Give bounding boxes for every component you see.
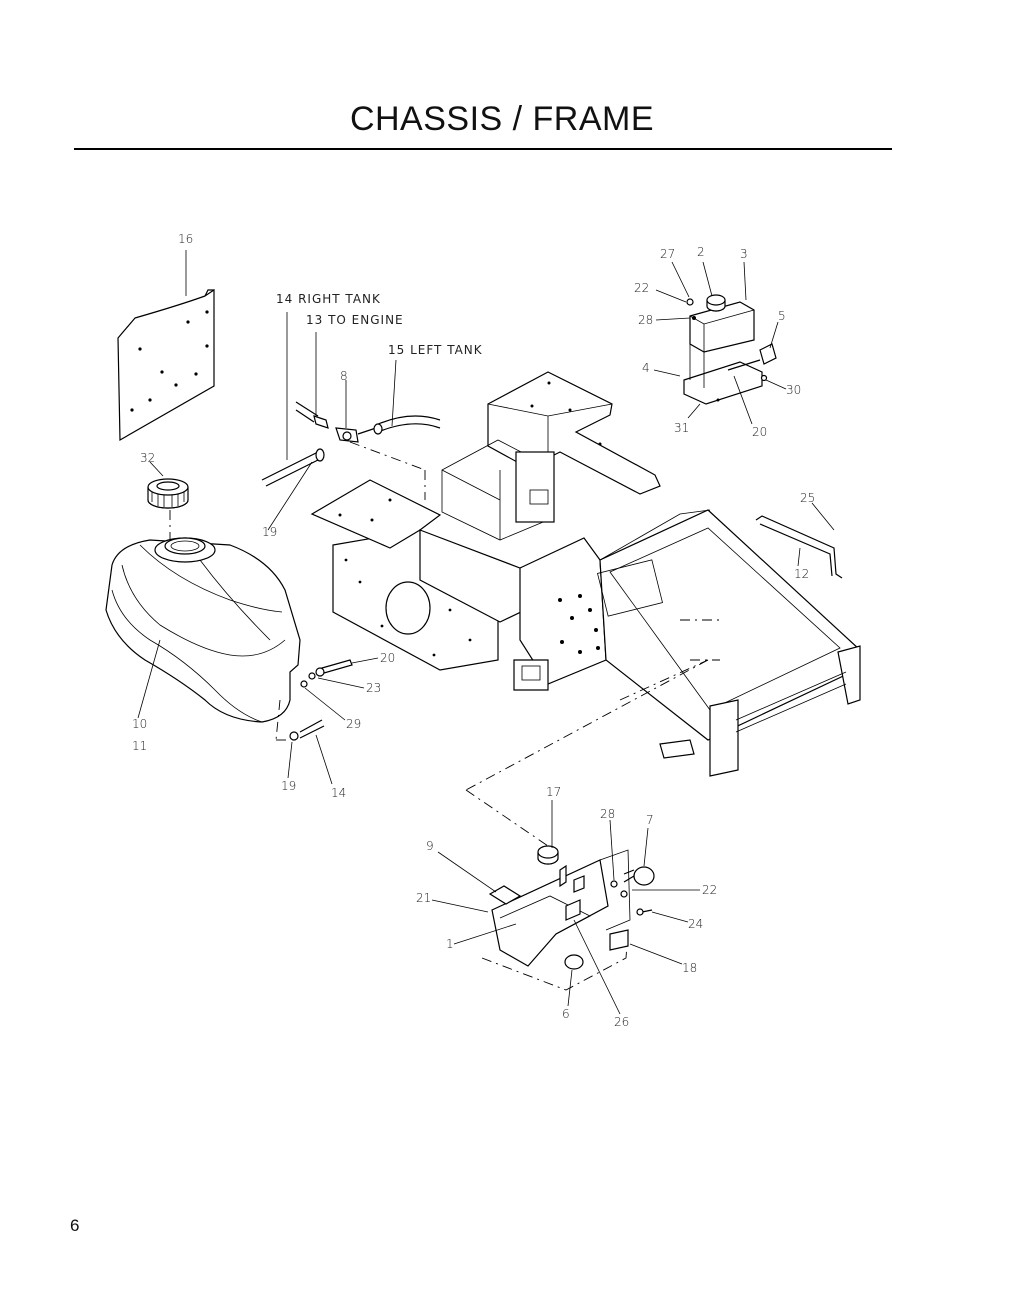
page-title: CHASSIS / FRAME (349, 100, 655, 138)
callout-24: 24 (688, 917, 703, 931)
callout-8: 8 (340, 369, 348, 383)
title-divider (74, 148, 892, 150)
callout-20b: 20 (380, 651, 395, 665)
fuel-lines (261, 312, 441, 531)
callout-23: 23 (366, 681, 381, 695)
callout-11: 11 (132, 739, 147, 753)
callout-30: 30 (786, 383, 801, 397)
callout-19b: 19 (281, 779, 296, 793)
callout-12: 12 (794, 567, 809, 581)
part-16-panel (117, 250, 215, 442)
part-12-rod (755, 502, 843, 579)
callout-1: 1 (446, 937, 454, 951)
callout-16: 16 (178, 232, 193, 246)
callout-6: 6 (562, 1007, 570, 1021)
callout-25: 25 (800, 491, 815, 505)
page-number: 6 (70, 1216, 80, 1235)
callout-27: 27 (660, 247, 675, 261)
part-3-reservoir (653, 261, 787, 425)
callout-31: 31 (674, 421, 689, 435)
part-1-control-panel (431, 800, 700, 1015)
note-to-engine: 13 TO ENGINE (306, 313, 404, 327)
part-32-fuel-cap (147, 461, 189, 540)
callout-10: 10 (132, 717, 147, 731)
callout-29: 29 (346, 717, 361, 731)
callout-18: 18 (682, 961, 697, 975)
callout-22a: 22 (634, 281, 649, 295)
callout-26: 26 (614, 1015, 629, 1029)
callout-7: 7 (646, 813, 654, 827)
callout-14: 14 (331, 786, 346, 800)
callout-19a: 19 (262, 525, 277, 539)
part-10-fuel-tank (105, 537, 301, 723)
callout-9: 9 (426, 839, 434, 853)
note-left-tank: 15 LEFT TANK (388, 343, 483, 357)
callout-20a: 20 (752, 425, 767, 439)
callout-4: 4 (642, 361, 650, 375)
callout-3: 3 (740, 247, 748, 261)
callout-22b: 22 (702, 883, 717, 897)
callout-32: 32 (140, 451, 155, 465)
callout-28b: 28 (600, 807, 615, 821)
callout-21: 21 (416, 891, 431, 905)
callout-17: 17 (546, 785, 561, 799)
callout-2: 2 (697, 245, 705, 259)
note-right-tank: 14 RIGHT TANK (276, 292, 381, 306)
tank-fittings (275, 657, 379, 785)
callout-5: 5 (778, 309, 786, 323)
main-chassis-frame (310, 371, 861, 847)
callout-28a: 28 (638, 313, 653, 327)
